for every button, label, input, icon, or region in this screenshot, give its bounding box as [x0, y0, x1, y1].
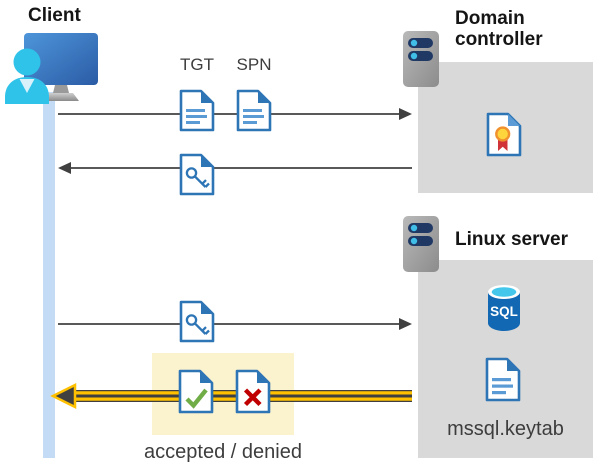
key-glyph	[185, 314, 210, 335]
spn-document-icon	[236, 89, 272, 132]
tgt-key-document-icon	[179, 153, 215, 196]
sql-database-icon: SQL	[488, 285, 520, 331]
arrow-client-to-domain-controller	[58, 108, 412, 120]
check-icon	[185, 388, 208, 409]
service-ticket-key-document-icon	[179, 300, 215, 343]
domain-controller-label: Domain controller	[455, 8, 543, 50]
person-icon	[5, 48, 49, 104]
denied-x-document-icon	[235, 369, 271, 414]
arrow-result-yellow	[50, 382, 412, 410]
arrow-client-to-linux-server	[58, 318, 412, 330]
domain-controller-server-icon	[403, 31, 439, 87]
arrow-domain-controller-to-client	[58, 162, 412, 174]
x-icon	[243, 388, 262, 407]
keytab-document-icon	[485, 357, 521, 402]
client-icon	[5, 33, 98, 104]
certificate-icon	[486, 112, 522, 157]
spn-label: SPN	[236, 55, 272, 74]
keytab-label: mssql.keytab	[447, 418, 564, 440]
seal	[495, 126, 511, 142]
tgt-label: TGT	[180, 55, 214, 74]
client-lifeline	[43, 92, 55, 458]
monitor-icon	[24, 33, 98, 101]
key-glyph	[185, 167, 210, 188]
accepted-check-document-icon	[178, 369, 214, 414]
result-label: accepted / denied	[144, 441, 302, 463]
linux-server-icon	[403, 216, 439, 272]
sql-text: SQL	[490, 304, 518, 319]
tgt-document-icon	[179, 89, 215, 132]
client-label: Client	[28, 5, 81, 26]
linux-server-label: Linux server	[455, 229, 568, 250]
